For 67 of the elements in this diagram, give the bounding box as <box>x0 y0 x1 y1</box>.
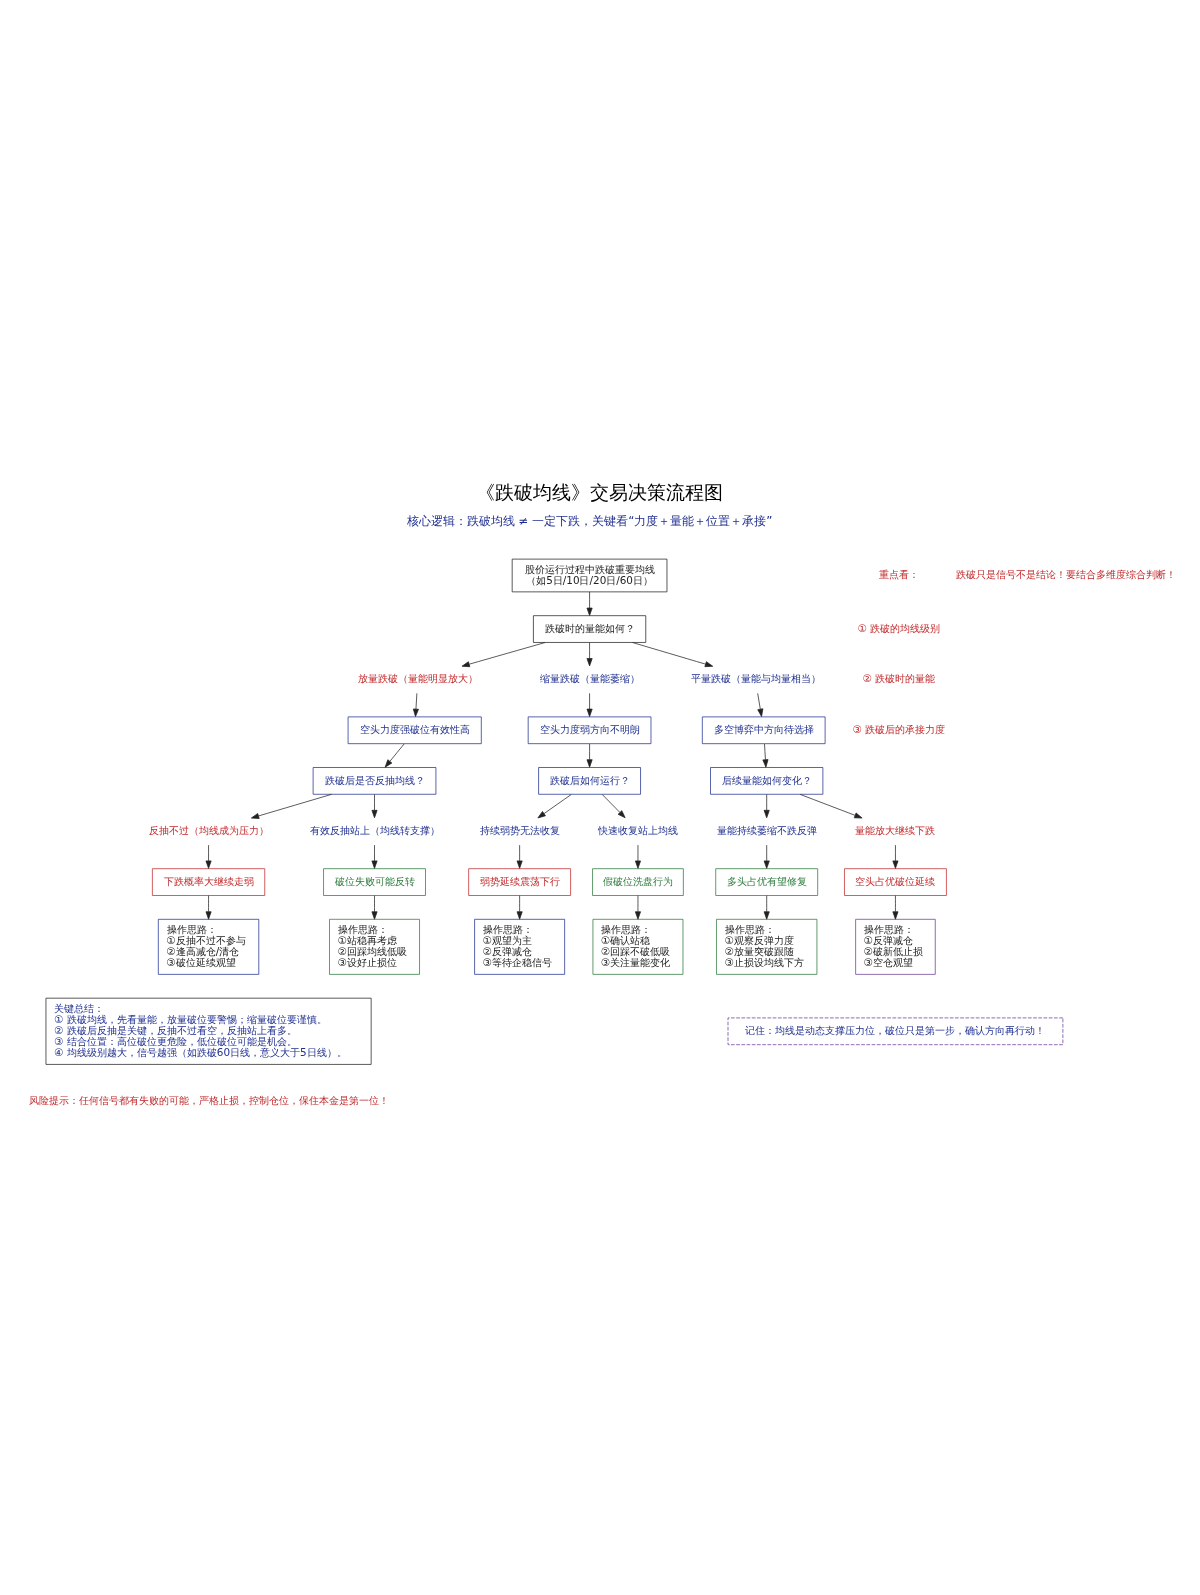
node-box: 后续量能如何变化？ <box>710 766 824 795</box>
node-box: 股价运行过程中跌破重要均线 （如5日/10日/20日/60日） <box>511 558 668 592</box>
node-text: 量能持续萎缩不跌反弹 <box>716 823 817 836</box>
arrow <box>205 894 212 920</box>
node-text: 缩量跌破（量能萎缩） <box>539 671 640 684</box>
node-text: 放量跌破（量能明显放大） <box>357 671 478 684</box>
node-box: 关键总结： ① 跌破均线，先看量能，放量破位要警惕；缩量破位要谨慎。 ② 跌破后反抽是关键，反抽不过看空，反抽站上看多。 ③ 结合位置：高位破位更危险，低位破位可能是机会。 ④ 均线级别越大，信号越强（如跌破60日线，意义大于5日线）。 <box>45 997 372 1065</box>
node-text: 平量跌破（量能与均量相当） <box>690 671 821 684</box>
arrow <box>601 793 626 818</box>
node-box: 操作思路： ①反弹减仓 ②破新低止损 ③空仓观望 <box>855 918 936 975</box>
diagram-title: 《跌破均线》交易决策流程图 <box>476 480 724 504</box>
node-box: 操作思路： ①站稳再考虑 ②回踩均线低吸 ③设好止损位 <box>329 918 420 975</box>
arrow <box>412 692 419 717</box>
label: ③ 跌破后的承接力度 <box>852 722 946 735</box>
node-box: 跌破时的量能如何？ <box>533 614 647 643</box>
arrow <box>586 591 593 616</box>
label: ② 跌破时的量能 <box>862 671 936 684</box>
node-box: 操作思路： ①观望为主 ②反弹减仓 ③等待企稳信号 <box>474 918 565 975</box>
node-box: 操作思路： ①观察反弹力度 ②放量突破跟随 ③止损设均线下方 <box>716 918 818 975</box>
arrow <box>632 641 714 667</box>
arrow <box>635 844 641 869</box>
node-box: 空头力度强破位有效性高 <box>347 716 482 744</box>
arrow <box>205 844 212 869</box>
arrow <box>516 844 523 869</box>
arrow <box>763 844 770 869</box>
arrow <box>384 743 405 767</box>
label: 重点看： <box>879 567 920 580</box>
arrow <box>635 894 641 920</box>
arrow <box>892 894 899 920</box>
label: 核心逻辑：跌破均线 ≠ 一定下跌，关键看“力度＋量能＋位置＋承接” <box>406 513 773 528</box>
node-text: 持续弱势无法收复 <box>479 823 560 836</box>
arrow <box>799 793 863 818</box>
arrow <box>250 793 332 819</box>
arrow <box>763 894 770 920</box>
arrow <box>516 894 523 920</box>
node-box: 记住：均线是动态支撑压力位，破位只是第一步，确认方向再行动！ <box>727 1017 1064 1045</box>
node-box: 假破位洗盘行为 <box>592 867 684 896</box>
arrow <box>586 641 593 666</box>
label: 跌破只是信号不是结论！要结合多维度综合判断！ <box>955 567 1176 580</box>
arrow <box>371 793 378 818</box>
node-box: 弱势延续震荡下行 <box>468 867 571 896</box>
node-text: 有效反抽站上（均线转支撑） <box>309 823 440 836</box>
arrow <box>586 743 593 767</box>
node-box: 跌破后是否反抽均线？ <box>312 766 437 795</box>
node-text: 快速收复站上均线 <box>597 823 678 836</box>
node-text: 反抽不过（均线成为压力） <box>148 823 269 836</box>
arrow <box>586 692 593 717</box>
node-box: 下跌概率大继续走弱 <box>152 867 266 896</box>
arrow <box>762 743 769 767</box>
node-box: 空头占优破位延续 <box>844 867 947 896</box>
node-box: 破位失败可能反转 <box>323 867 426 896</box>
node-box: 操作思路： ①确认站稳 ②回踩不破低吸 ③关注量能变化 <box>592 918 684 975</box>
arrow <box>537 793 572 818</box>
arrow <box>763 793 770 818</box>
node-box: 跌破后如何运行？ <box>538 766 641 795</box>
node-text: 量能放大继续下跌 <box>855 823 936 836</box>
node-box: 空头力度弱方向不明朗 <box>527 716 652 744</box>
arrow <box>757 692 764 717</box>
arrow <box>892 844 899 869</box>
node-box: 多空博弈中方向待选择 <box>701 716 826 744</box>
node-box: 多头占优有望修复 <box>715 867 819 896</box>
arrow <box>371 894 378 920</box>
node-box: 操作思路： ①反抽不过不参与 ②逢高减仓/清仓 ③破位延续观望 <box>157 918 260 975</box>
label: ① 跌破的均线级别 <box>857 621 941 634</box>
label: 风险提示：任何信号都有失败的可能，严格止损，控制仓位，保住本金是第一位！ <box>28 1093 389 1106</box>
arrow <box>461 641 546 667</box>
arrow <box>371 844 378 869</box>
